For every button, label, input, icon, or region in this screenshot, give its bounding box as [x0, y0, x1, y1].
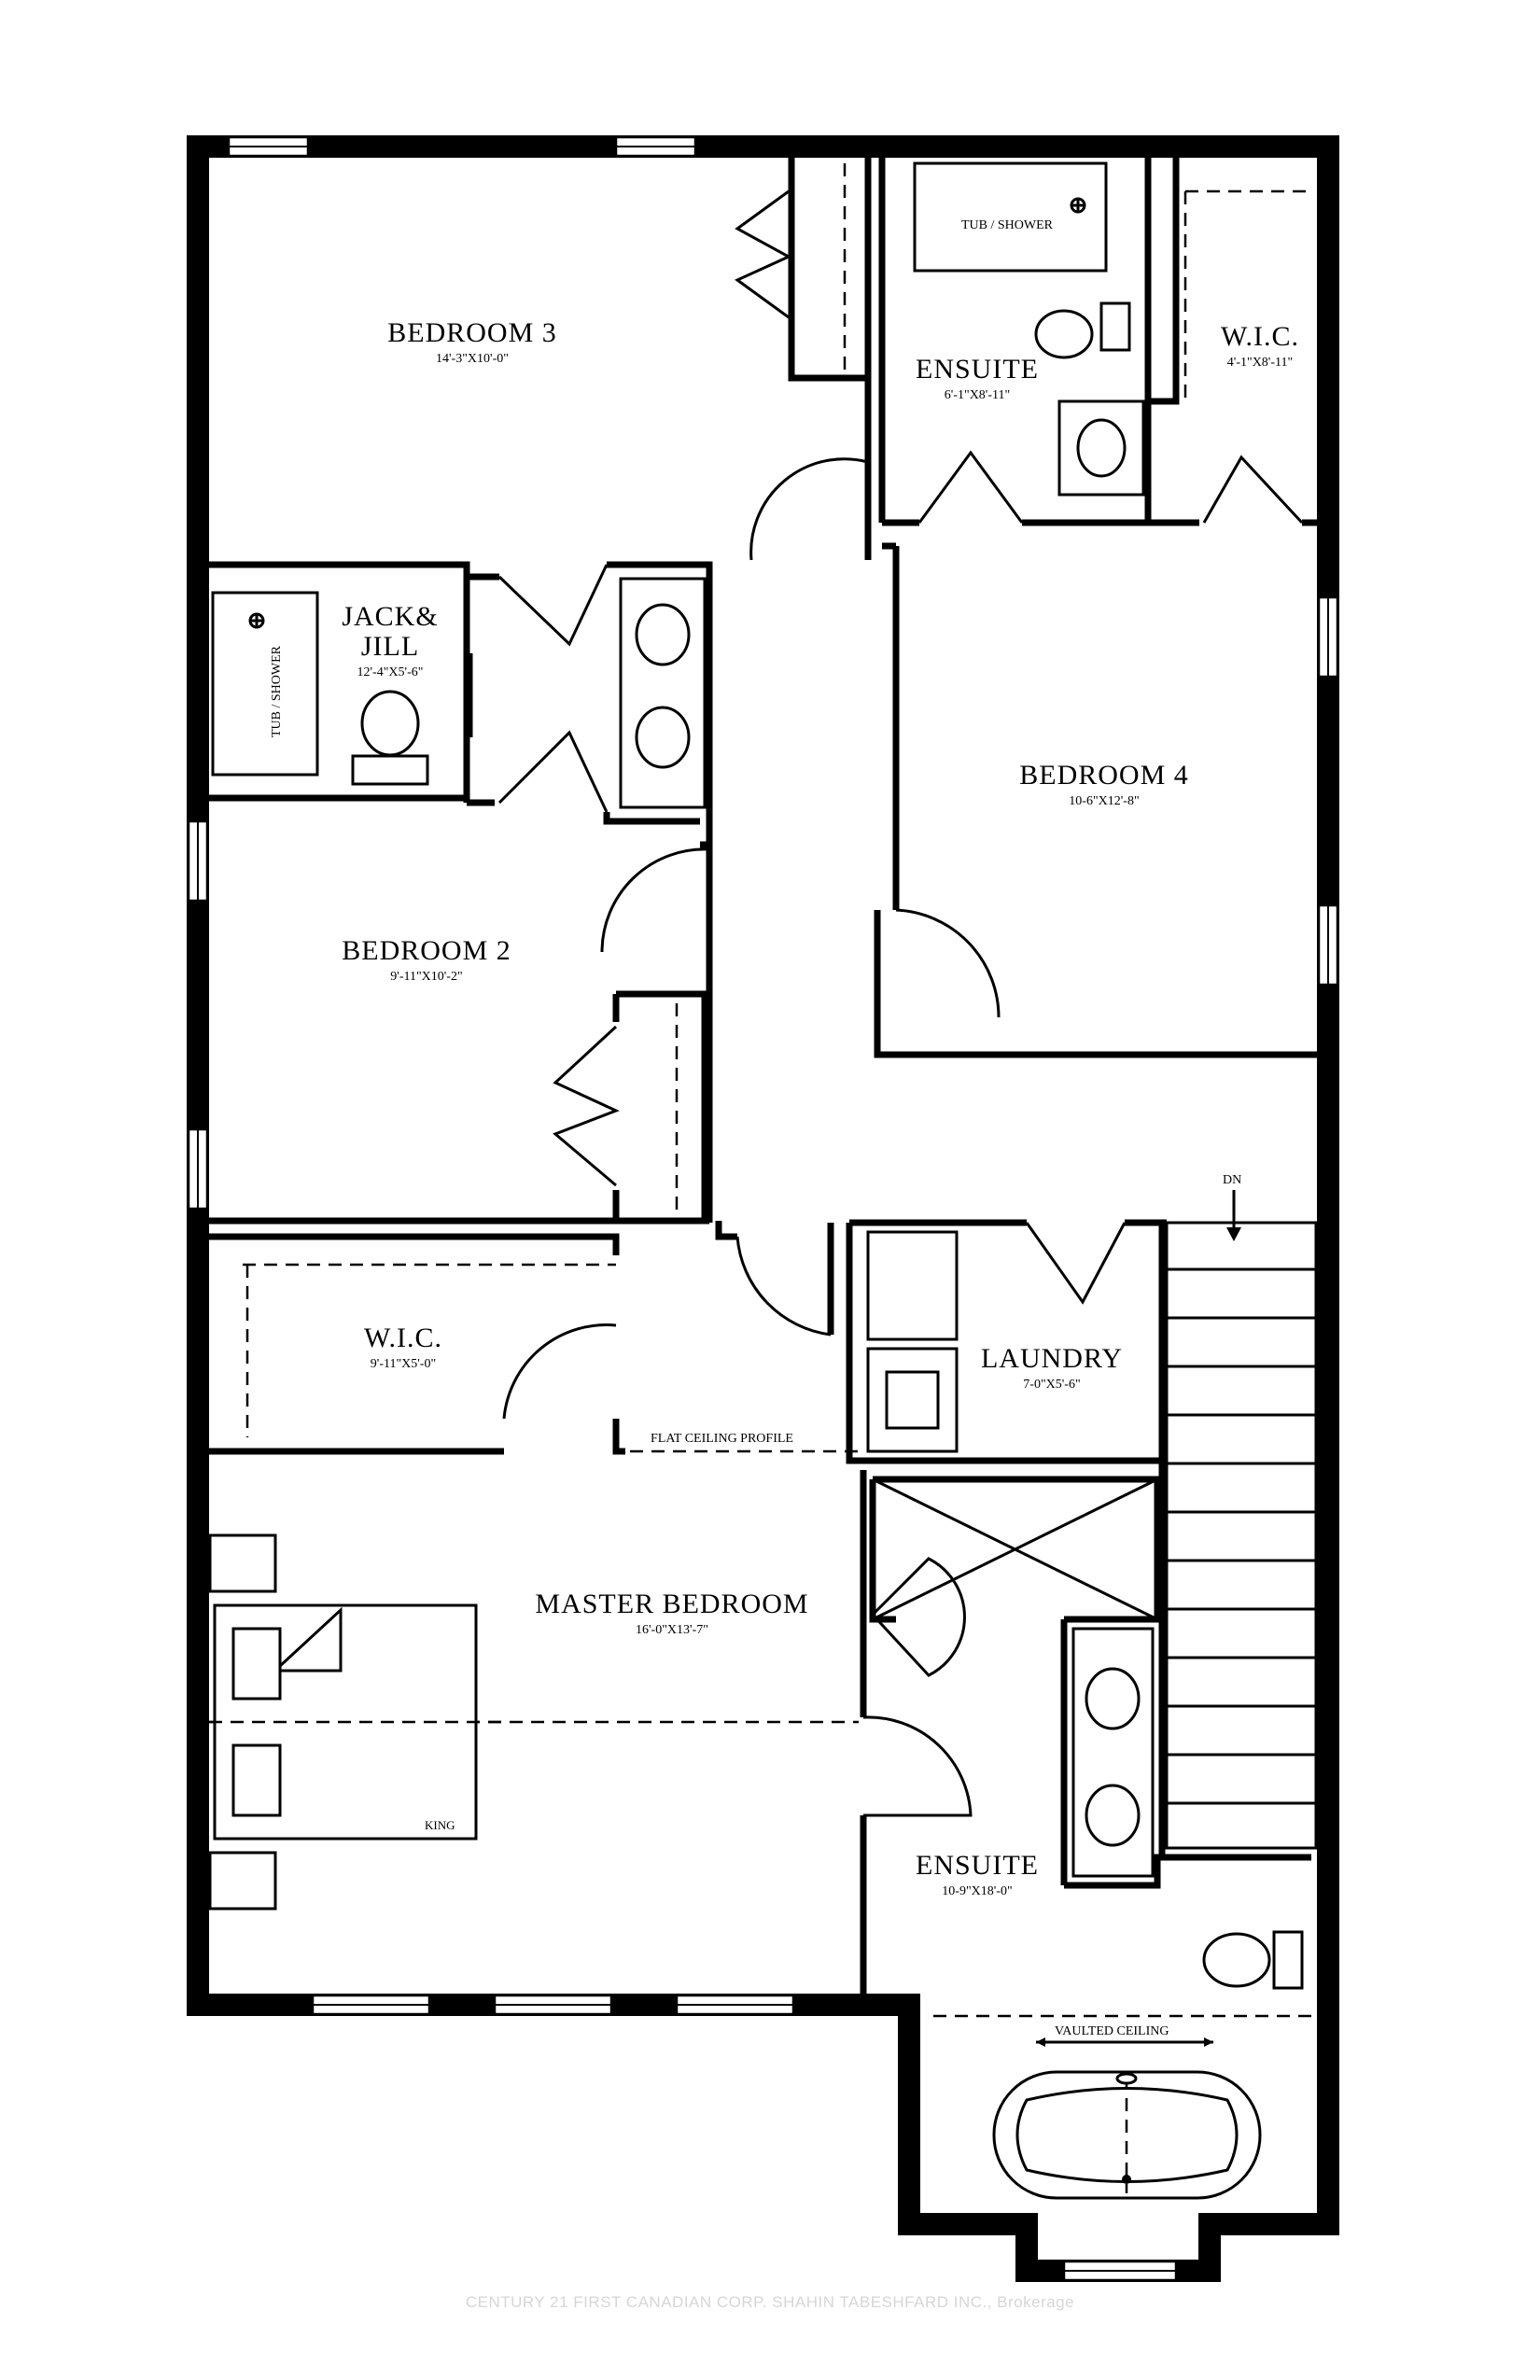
- window-bedroom2-lower: [187, 1127, 209, 1211]
- jack-jill-dims: 12'-4"X5'-6": [357, 665, 424, 679]
- wic-top-dims: 4'-1"X8'-11": [1227, 356, 1293, 370]
- ensuite-master-dims: 10-9"X18'-0": [942, 1884, 1012, 1898]
- wic-top-name: W.I.C.: [1221, 321, 1299, 352]
- tub-jack-jill: TUB / SHOWER: [211, 591, 319, 777]
- bedroom2-dims: 9'-11"X10'-2": [390, 970, 462, 984]
- window-bedroom2-upper: [187, 819, 209, 903]
- jack-jill-name-line1: JACK&: [342, 601, 438, 632]
- window-bedroom3-left: [227, 135, 310, 158]
- window-bedroom4-lower: [1317, 903, 1339, 987]
- freestanding-tub: [992, 2070, 1262, 2200]
- ensuite-top-name: ENSUITE: [916, 354, 1039, 385]
- vaulted-ceiling-label: VAULTED CEILING: [1055, 2024, 1169, 2038]
- flat-ceiling-label: FLAT CEILING PROFILE: [651, 1432, 793, 1446]
- bedroom2-name: BEDROOM 2: [342, 935, 511, 966]
- fixtures: TUB / SHOWER TUB / SHOWER: [208, 161, 1304, 2200]
- interior-walls: [209, 158, 1317, 2018]
- tub-shower-label-top: TUB / SHOWER: [961, 218, 1054, 232]
- tub-top: TUB / SHOWER: [913, 161, 1108, 273]
- bedroom3-name: BEDROOM 3: [387, 317, 557, 348]
- exterior-walls: [187, 135, 1339, 2282]
- master-bedroom-name: MASTER BEDROOM: [535, 1589, 808, 1619]
- laundry-name: LAUNDRY: [981, 1343, 1123, 1374]
- bedroom4-name: BEDROOM 4: [1019, 760, 1189, 791]
- master-bedroom-dims: 16'-0"X13'-7": [636, 1623, 708, 1637]
- tub-shower-label-side: TUB / SHOWER: [270, 645, 284, 737]
- window-master-2: [493, 1994, 613, 2016]
- window-bedroom3-right: [614, 135, 697, 158]
- staircase: DN: [1165, 1173, 1318, 1850]
- ensuite-top-dims: 6'-1"X8'-11": [945, 388, 1010, 402]
- windows: [187, 135, 1339, 2282]
- bed-size-label: KING: [425, 1818, 455, 1832]
- doors: [497, 189, 1304, 1817]
- ensuite-master-name: ENSUITE: [916, 1850, 1039, 1881]
- laundry-dims: 7-0"X5'-6": [1023, 1378, 1080, 1392]
- window-bay: [1062, 2260, 1178, 2282]
- brokerage-watermark: CENTURY 21 FIRST CANADIAN CORP. SHAHIN T…: [466, 2293, 1074, 2311]
- king-bed: KING: [208, 1533, 504, 1911]
- window-bedroom4-upper: [1317, 595, 1339, 679]
- window-master-1: [311, 1994, 431, 2016]
- stair-direction-label: DN: [1223, 1173, 1241, 1187]
- wic-mid-name: W.I.C.: [364, 1323, 442, 1353]
- bedroom4-dims: 10-6"X12'-8": [1069, 794, 1139, 808]
- window-master-3: [675, 1994, 795, 2016]
- ceiling-notes: FLAT CEILING PROFILE VAULTED CEILING: [651, 1432, 1213, 2047]
- room-labels: BEDROOM 3 14'-3"X10'-0" ENSUITE 6'-1"X8'…: [342, 317, 1299, 1898]
- wic-mid-dims: 9'-11"X5'-0": [371, 1357, 436, 1371]
- jack-jill-name-line2: JILL: [361, 631, 419, 662]
- bedroom3-dims: 14'-3"X10'-0": [436, 352, 509, 366]
